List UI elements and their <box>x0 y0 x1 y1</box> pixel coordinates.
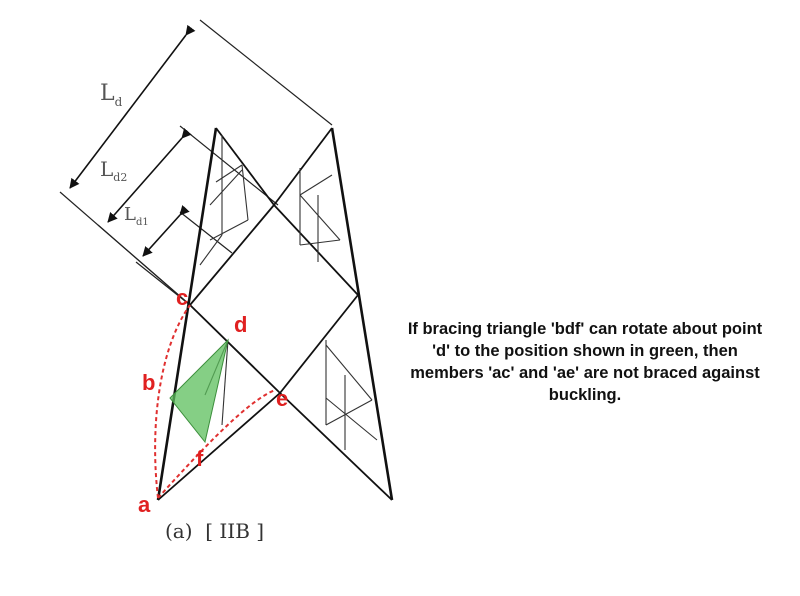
dimension-arrow-ld1 <box>142 204 190 257</box>
dimension-label-ld2: Ld2 <box>100 157 127 184</box>
dimension-label-ld: Ld <box>100 81 123 109</box>
point-label-f: f <box>196 446 204 471</box>
buckling-curves <box>154 304 276 499</box>
buckling-curve-ac <box>154 304 191 499</box>
tower-chords <box>157 127 393 501</box>
rotated-bracing-triangle <box>169 338 229 444</box>
point-label-a: a <box>138 492 151 517</box>
explanation-note: If bracing triangle 'bdf' can rotate abo… <box>407 320 763 404</box>
tower-legs <box>156 127 394 501</box>
secondary-bracing <box>199 135 378 450</box>
buckling-curve-ae <box>157 389 276 499</box>
dimension-arrows <box>69 24 196 257</box>
figure-caption: (a) [ IIB ] <box>165 519 264 543</box>
right-leg <box>330 127 394 501</box>
dimension-extension-lines <box>59 19 333 306</box>
dimension-label-ld1: Ld1 <box>124 204 149 228</box>
point-label-b: b <box>142 370 155 395</box>
point-label-d: d <box>234 312 247 337</box>
point-label-c: c <box>176 285 188 310</box>
left-leg <box>156 127 218 501</box>
dimension-arrow-ld2 <box>107 127 192 223</box>
dimension-arrow-ld <box>69 24 196 189</box>
point-label-e: e <box>276 386 288 411</box>
